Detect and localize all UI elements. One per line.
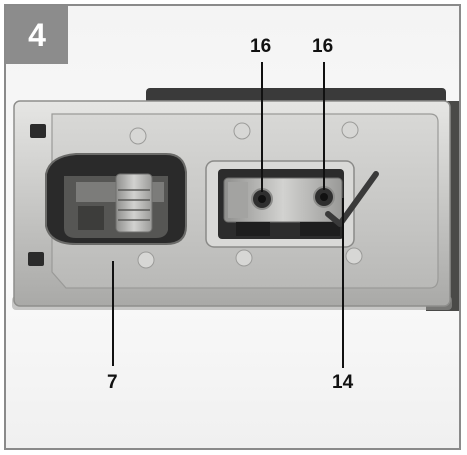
corner-screw-bottom — [28, 252, 44, 266]
hex-key — [337, 171, 379, 227]
figure-number: 4 — [28, 16, 46, 53]
roller-ribs — [118, 189, 150, 221]
clamping-screw-right-socket — [320, 193, 328, 201]
leader-lines — [112, 62, 344, 368]
hex-key-bend — [325, 211, 343, 227]
figure-frame: 4 16 16 7 14 — [4, 4, 461, 450]
baseplate-illustration — [6, 6, 459, 448]
callout-16-left: 16 — [250, 36, 272, 57]
tool-housing-top — [146, 88, 446, 104]
callout-16-right: 16 — [312, 36, 334, 57]
callout-7: 7 — [107, 372, 118, 393]
corner-screw-top — [30, 124, 46, 138]
clamping-screw-left-socket — [258, 195, 266, 203]
rivets — [129, 121, 363, 269]
slot-right — [300, 222, 340, 236]
blade-holder-left-block — [228, 182, 248, 218]
slot-left — [236, 222, 270, 236]
callout-14: 14 — [332, 372, 354, 393]
guide-roller — [115, 173, 153, 233]
roller-shadow — [78, 206, 104, 230]
figure-number-badge: 4 — [6, 6, 68, 64]
